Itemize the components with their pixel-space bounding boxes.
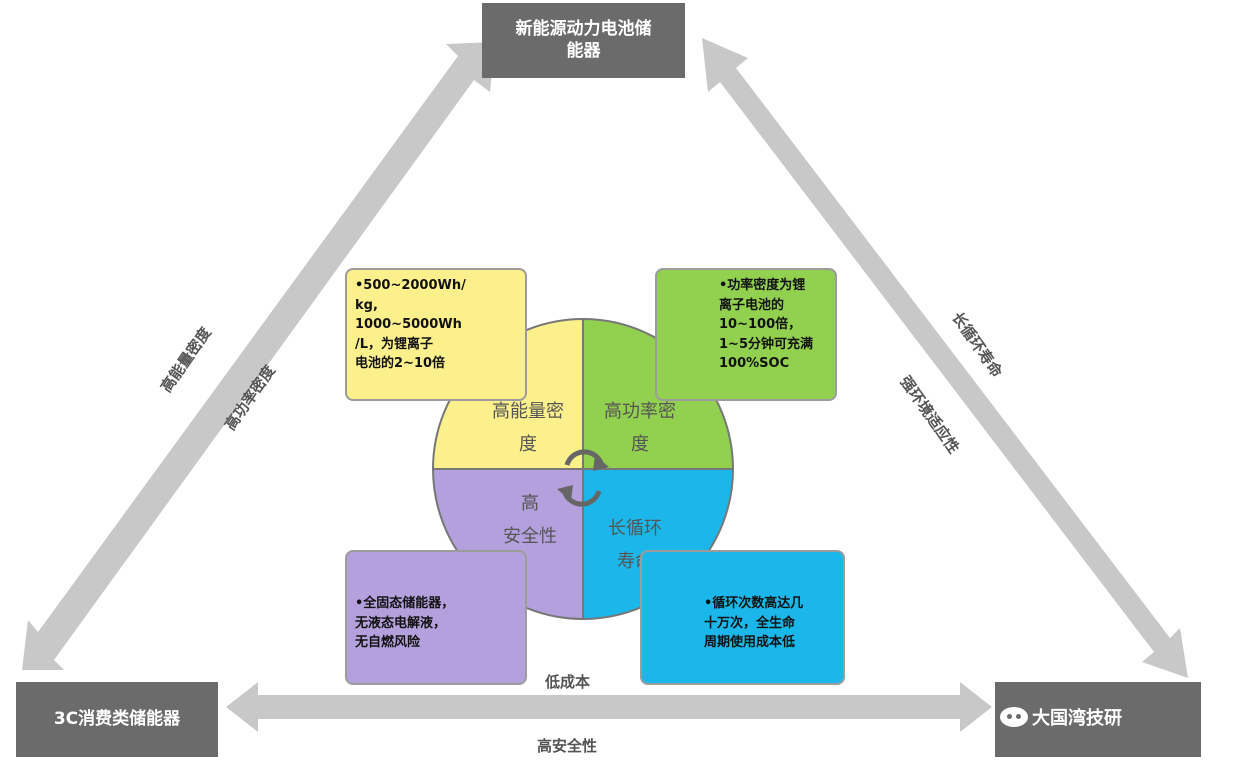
- arrow-bottom-horizontal: [226, 682, 992, 732]
- note-cycle-life: •循环次数高达几 十万次，全生命 周期使用成本低: [640, 550, 845, 685]
- note-energy-density: •500~2000Wh/ kg, 1000~5000Wh /L，为锂离子 电池的…: [345, 268, 527, 401]
- watermark: 大国湾技研: [1000, 704, 1122, 730]
- cycle-arrowhead-lower-icon: [557, 485, 573, 501]
- note-safety: •全固态储能器， 无液态电解液， 无自燃风险: [345, 550, 527, 685]
- watermark-text: 大国湾技研: [1032, 708, 1122, 729]
- quadrant-label-power: 高功率密 度: [604, 401, 676, 456]
- node-ev-battery-label: 新能源动力电池储 能器: [515, 19, 652, 61]
- edge-label-high-safety: 高安全性: [537, 737, 598, 755]
- arrow-right-diagonal: [702, 38, 1188, 678]
- node-3c-consumer-label: 3C消费类储能器: [53, 708, 181, 729]
- arrow-left-diagonal: [22, 42, 495, 670]
- quadrant-label-energy: 高能量密 度: [492, 401, 564, 456]
- note-power-density: •功率密度为锂 离子电池的 10~100倍， 1~5分钟可充满 100%SOC: [655, 268, 837, 401]
- wechat-icon: [1000, 707, 1028, 727]
- quadrant-label-safety: 高 安全性: [503, 493, 557, 548]
- node-ev-battery: 新能源动力电池储 能器: [482, 3, 685, 78]
- edge-label-low-cost: 低成本: [545, 673, 591, 691]
- node-3c-consumer: 3C消费类储能器: [16, 682, 218, 757]
- node-right: [995, 682, 1201, 757]
- cycle-arrowhead-upper-icon: [593, 455, 609, 471]
